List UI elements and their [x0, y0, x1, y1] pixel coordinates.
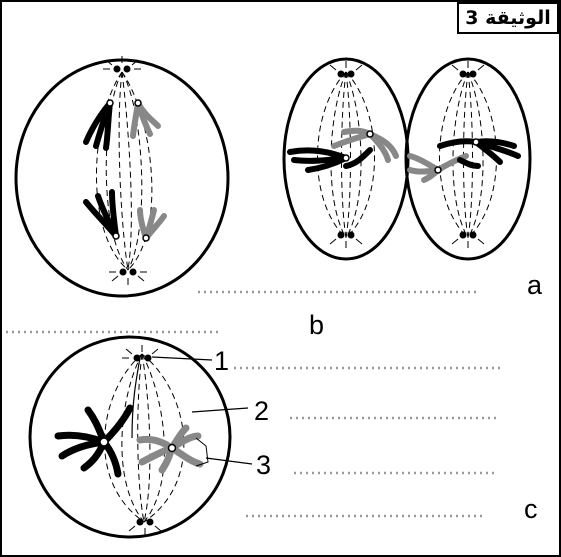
label-1: 1 — [214, 346, 229, 376]
chromosomes-equatorial — [290, 131, 396, 170]
label-c: c — [524, 494, 538, 524]
label-a: a — [527, 270, 543, 300]
chromosomes-gray — [140, 428, 200, 470]
chromatids-lower — [86, 192, 164, 241]
cell-metaphase-right — [406, 59, 530, 259]
centrosome-top — [103, 56, 141, 73]
centrosome-bottom — [109, 269, 147, 286]
centrosome-top — [122, 345, 158, 362]
centrosome-bottom — [452, 232, 484, 249]
answer-lines — [6, 292, 500, 516]
centrosome-bottom — [330, 232, 362, 249]
label-3: 3 — [256, 450, 271, 480]
chromosomes-black — [58, 408, 130, 474]
label-2: 2 — [254, 396, 269, 426]
cell-anaphase — [16, 56, 228, 296]
label-b: b — [309, 310, 324, 340]
cell-metaphase-left — [284, 59, 408, 259]
cell-prometaphase — [30, 337, 230, 537]
